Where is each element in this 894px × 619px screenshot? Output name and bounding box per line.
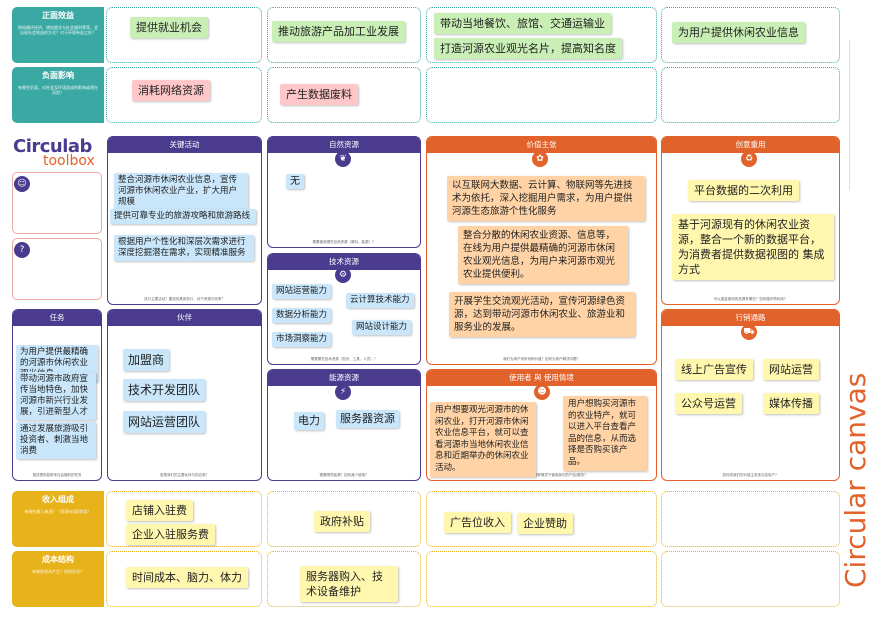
positive-title: 正面效益	[42, 11, 74, 20]
technical-resource-note: 网站运营能力	[272, 284, 332, 299]
partner-note: 加盟商	[123, 349, 170, 371]
channel-note: 媒体传播	[763, 393, 819, 414]
cost-cell-4	[661, 551, 840, 607]
technical-resource-note: 数据分析能力	[272, 308, 332, 323]
partners-title: 伙伴	[108, 310, 261, 326]
users-title: 使用者 與 使用情境	[427, 370, 656, 386]
partner-note: 网站运营团队	[123, 411, 206, 433]
technical-resource-note: 云计算技术能力	[346, 293, 414, 308]
reuse-note: 平台数据的二次利用	[688, 180, 799, 201]
recycle-icon: ♻	[741, 151, 757, 167]
natural-resource-note: 无	[286, 174, 304, 189]
natural-resources-foot: 需要使用哪些自然资源（原料、能源）？	[312, 239, 376, 244]
negative-cell-4	[661, 67, 840, 123]
positive-note: 带动当地餐饮、旅馆、交通运输业	[434, 13, 611, 34]
activity-note: 提供可靠专业的旅游攻略和旅游路线	[110, 209, 256, 224]
revenue-note: 企业赞助	[517, 513, 573, 534]
energy-resources-title: 能源资源	[268, 370, 420, 386]
partner-note: 技术开发团队	[123, 379, 206, 401]
value-note: 以互联网大数据、云计算、物联网等先进技术为依托，深入挖掘用户需求，为用户提供河源…	[447, 176, 645, 221]
canvas-title: Circular canvas	[839, 372, 872, 588]
user-profile-box-2	[12, 238, 102, 300]
value-proposition-foot: 我们为用户带来何种价值？如何为用户解决问题？	[503, 356, 580, 361]
partners-foot: 谁是我们的主要伙伴与供应商？	[160, 472, 209, 477]
brand-line2: toolbox	[43, 153, 95, 169]
leaf-icon: ❦	[335, 151, 351, 167]
positive-note: 推动旅游产品加工业发展	[272, 21, 405, 42]
value-proposition-title: 价值主张	[427, 137, 656, 153]
user-icon: ☺	[14, 176, 30, 192]
user-note: 用户想购买河源市的农业特产，就可以进入平台查看产品的信息，从而选择是否购买该产品…	[563, 396, 647, 471]
right-side-strip	[849, 40, 855, 190]
key-activities-foot: 执行主要活动？要如何具体执行，对于资源与效率？	[144, 296, 225, 301]
factory-icon: ⚙	[335, 267, 351, 283]
brand-line1: Circulab	[13, 136, 92, 157]
revenue-note: 企业入驻服务费	[126, 524, 215, 545]
positive-note: 打造河源农业观光名片，提高知名度	[434, 38, 622, 59]
technical-resource-note: 市场洞察能力	[272, 332, 332, 347]
positive-desc: 例如循环经济、增加就业与社会福利等等，会出现社会效益的方式？对于环境有益之处？	[18, 25, 98, 35]
positive-tab: 正面效益 例如循环经济、增加就业与社会福利等等，会出现社会效益的方式？对于环境有…	[12, 7, 104, 63]
reuse-note: 基于河源现有的休闲农业资源，整合一个新的数据平台，为消费者提供数据视图的 集成方…	[672, 214, 834, 280]
tasks-foot: 描述提供能带来社会福利的任务	[32, 472, 82, 477]
energy-resource-note: 服务器资源	[336, 410, 399, 428]
negative-cell-3	[426, 67, 657, 123]
channels-title: 行销通路	[662, 310, 839, 326]
value-note: 开展学生交流观光活动，宣传河源绿色资源，达到带动河源市休闲农业、旅游业和服务业的…	[449, 292, 635, 337]
negative-desc: 有哪些负面、对社会及环境造成的影响或潜在风险？	[18, 85, 98, 95]
users-foot: 谁是我们的用户？用户在何种情境下使用我们的产品/服务？	[495, 472, 588, 477]
task-note: 带动河源市政府宣传当地特色，加快河源市新兴行业发展，引进新型人才	[16, 372, 96, 420]
revenue-note: 广告位收入	[444, 512, 511, 533]
energy-resource-note: 电力	[294, 412, 324, 430]
tasks-title: 任务	[13, 310, 101, 326]
user-profile-box-1	[12, 172, 102, 234]
revenue-desc: 有哪些收入来源？（资源/价值/财务）	[24, 509, 92, 514]
natural-resources-title: 自然资源	[268, 137, 420, 153]
key-activities-title: 关键活动	[108, 137, 261, 153]
users-icon: ☻	[534, 384, 550, 400]
cost-desc: 有哪些成本产生？如何优化？	[32, 569, 84, 574]
revenue-note: 店铺入驻费	[126, 500, 193, 521]
user-note: 用户想要观光河源市的休闲农业，打开河源市休闲农业信息平台，就可以查看河源市当地休…	[430, 402, 536, 477]
channel-note: 网站运营	[763, 359, 819, 380]
lightning-icon: ⚡	[335, 384, 351, 400]
channel-note: 线上广告宣传	[675, 359, 753, 380]
negative-title: 负面影响	[42, 71, 74, 80]
negative-note: 消耗网络资源	[132, 80, 210, 101]
task-note: 通过发展旅游吸引投资者、刺激当地消费	[16, 422, 96, 459]
negative-note: 产生数据废料	[280, 84, 358, 105]
question-icon: ?	[14, 242, 30, 258]
channels-foot: 如何将我们的价值主张传达给用户？	[722, 472, 779, 477]
activity-note: 整合河源市休闲农业信息，宣传河源市休闲农业产业，扩大用户规模	[114, 173, 248, 210]
medal-icon: ✿	[532, 151, 548, 167]
reuse-foot: 可以重复使用的资源有哪些？如何循环再利用？	[713, 296, 788, 301]
positive-note: 为用户提供休闲农业信息	[672, 22, 805, 43]
value-note: 整合分散的休闲农业资源、信息等，在线为用户提供最精确的河源市休闲农业观光信息，为…	[458, 226, 628, 284]
revenue-title: 收入组成	[42, 495, 74, 504]
energy-resources-foot: 需要哪些能源？如何减少使用？	[319, 472, 369, 477]
cost-cell-3	[426, 551, 657, 607]
cost-tab: 成本结构 有哪些成本产生？如何优化？	[12, 551, 104, 607]
truck-icon: ⛟	[741, 324, 757, 340]
positive-note: 提供就业机会	[130, 17, 208, 38]
revenue-tab: 收入组成 有哪些收入来源？（资源/价值/财务）	[12, 491, 104, 547]
brand-logo: Circulab toolbox	[13, 136, 105, 169]
channel-note: 公众号运营	[675, 393, 742, 414]
revenue-note: 政府补贴	[314, 511, 370, 532]
cost-title: 成本结构	[42, 555, 74, 564]
technical-resources-foot: 需要哪些技术资源（知识、工具、人员）？	[310, 356, 378, 361]
technical-resources-title: 技术资源	[268, 254, 420, 270]
negative-tab: 负面影响 有哪些负面、对社会及环境造成的影响或潜在风险？	[12, 67, 104, 123]
activity-note: 根据用户个性化和深层次需求进行深度挖掘潜在需求，实现精准服务	[114, 235, 254, 261]
reuse-title: 创意重用	[662, 137, 839, 153]
technical-resource-note: 网站设计能力	[352, 320, 412, 335]
revenue-cell-4	[661, 491, 840, 547]
cost-note: 服务器购入、技术设备维护	[300, 566, 398, 602]
cost-note: 时间成本、脑力、体力	[126, 567, 248, 588]
